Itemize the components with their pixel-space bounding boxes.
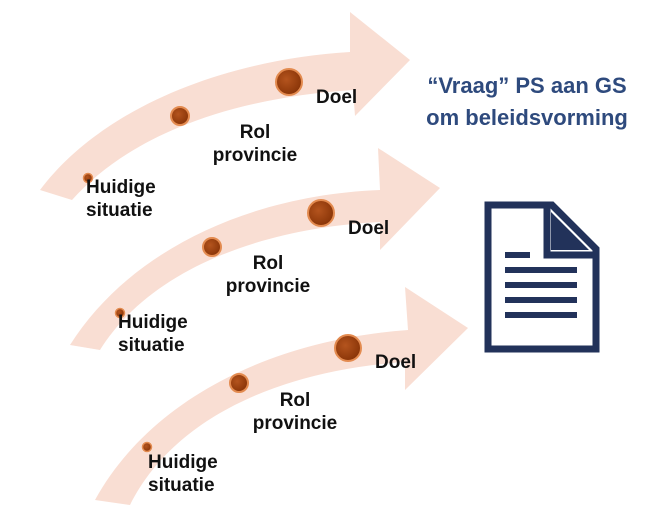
label-end-1: Doel — [316, 87, 358, 108]
title-line-1: “Vraag” PS aan GS — [427, 73, 627, 98]
arrow-2 — [70, 148, 440, 350]
label-end-3: Doel — [375, 352, 417, 373]
dot-start-2 — [114, 307, 126, 319]
dot-end-2 — [307, 199, 335, 227]
label-start-3: Huidige situatie — [148, 452, 218, 496]
dot-start-3 — [141, 441, 153, 453]
document-icon — [484, 201, 600, 353]
arrow-3 — [95, 287, 468, 505]
title-line-2: om beleidsvorming — [426, 105, 628, 130]
diagram-title: “Vraag” PS aan GS om beleidsvorming — [395, 70, 659, 134]
label-middle-3: Rol provincie — [252, 390, 338, 434]
label-middle-2: Rol provincie — [225, 253, 311, 297]
dot-start-1 — [82, 172, 94, 184]
arrow-1 — [40, 12, 410, 200]
label-start-2: Huidige situatie — [118, 312, 188, 356]
dot-end-3 — [334, 334, 362, 362]
dot-middle-2 — [202, 237, 222, 257]
label-end-2: Doel — [348, 218, 390, 239]
dot-middle-1 — [170, 106, 190, 126]
dot-middle-3 — [229, 373, 249, 393]
label-start-1: Huidige situatie — [86, 177, 156, 221]
label-middle-1: Rol provincie — [212, 122, 298, 166]
dot-end-1 — [275, 68, 303, 96]
